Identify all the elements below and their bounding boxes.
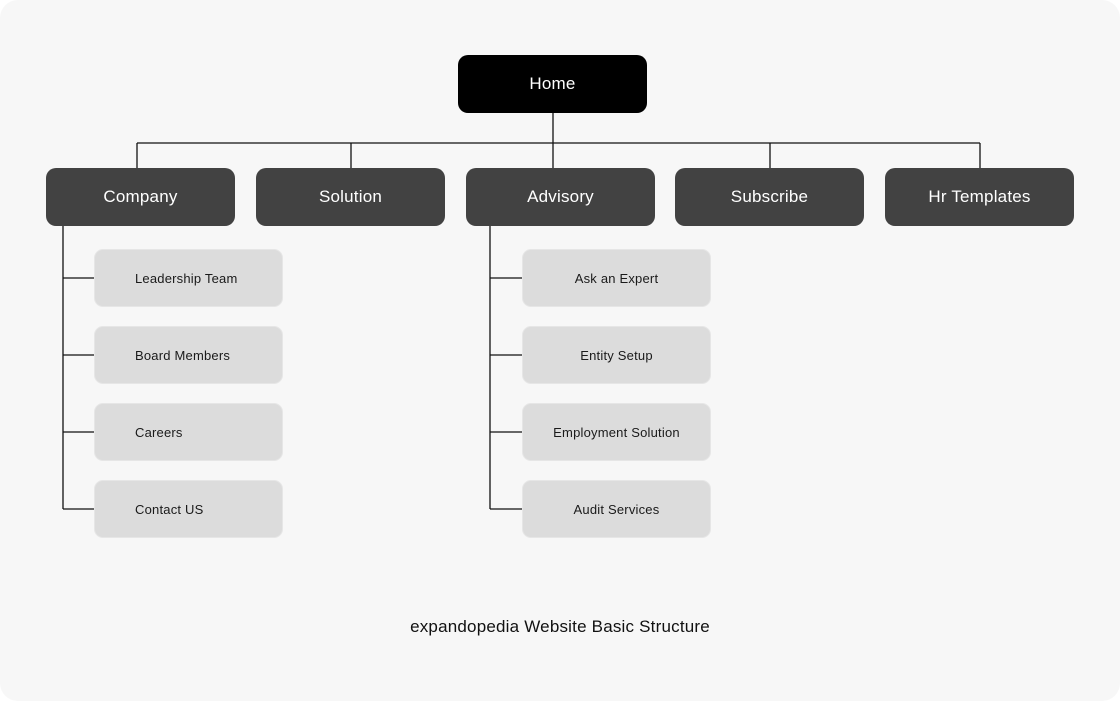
node-careers: Careers [94,403,283,461]
node-solution: Solution [256,168,445,226]
node-advisory: Advisory [466,168,655,226]
node-entity-setup: Entity Setup [522,326,711,384]
node-audit-services: Audit Services [522,480,711,538]
node-ask-an-expert: Ask an Expert [522,249,711,307]
diagram-caption: expandopedia Website Basic Structure [410,617,710,636]
node-employment-solution: Employment Solution [522,403,711,461]
node-contact-us: Contact US [94,480,283,538]
node-company: Company [46,168,235,226]
node-hr-templates: Hr Templates [885,168,1074,226]
node-subscribe: Subscribe [675,168,864,226]
node-leadership-team: Leadership Team [94,249,283,307]
node-board-members: Board Members [94,326,283,384]
node-home: Home [458,55,647,113]
